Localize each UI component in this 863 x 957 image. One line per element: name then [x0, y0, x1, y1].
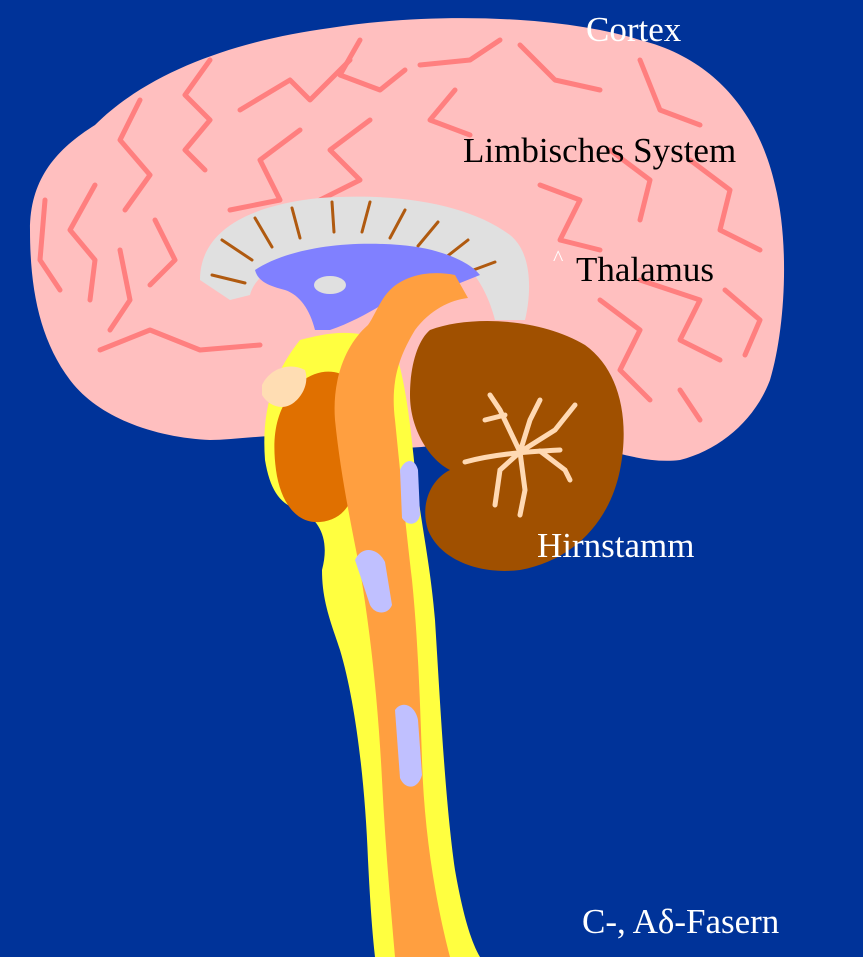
ventricle-foramen — [314, 276, 346, 294]
label-fibers: C-, Aδ-Fasern — [582, 904, 779, 939]
nucleus-1 — [400, 461, 420, 524]
thalamus-pointer-mark: ^ — [553, 245, 563, 271]
label-thalamus: Thalamus — [576, 252, 714, 287]
label-cortex: Cortex — [586, 12, 681, 47]
label-brainstem: Hirnstamm — [537, 528, 694, 563]
label-limbic-system: Limbisches System — [463, 133, 736, 168]
